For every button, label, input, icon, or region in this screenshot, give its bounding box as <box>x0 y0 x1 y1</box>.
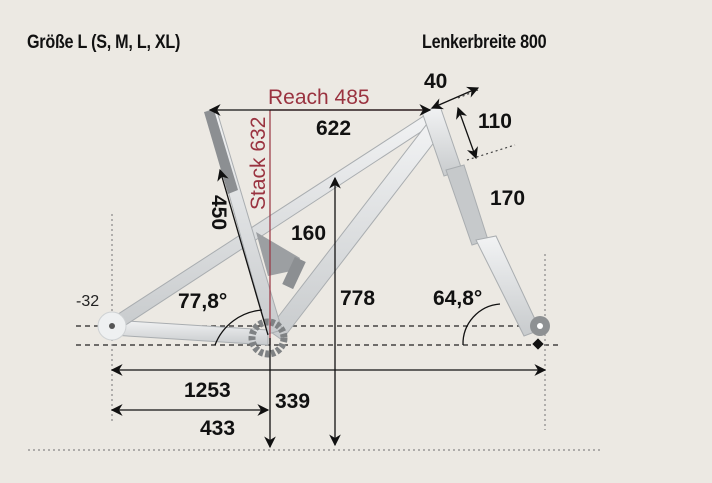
top-tube-label: 622 <box>316 117 351 140</box>
stem-length-label: 40 <box>424 70 447 93</box>
dimension-arrows <box>110 86 547 449</box>
rear-travel-label: 160 <box>291 222 326 245</box>
reach-label: Reach 485 <box>268 86 370 109</box>
chainring <box>248 318 288 358</box>
seat-tube-label: 450 <box>207 195 230 230</box>
handlebar-width-label: Lenkerbreite 800 <box>422 32 547 53</box>
standover-label: 778 <box>340 287 375 310</box>
frame-size-title: Größe L (S, M, L, XL) <box>27 32 181 53</box>
shock-mount <box>256 232 300 276</box>
wheelbase-label: 1253 <box>184 379 231 402</box>
fork-travel-label: 170 <box>490 187 525 210</box>
head-angle-label: 64,8° <box>433 287 482 310</box>
bb-drop-label: -32 <box>76 293 99 310</box>
bb-height-label: 339 <box>275 390 310 413</box>
seatpost <box>204 110 238 194</box>
head-tube-label: 110 <box>478 110 512 133</box>
rear-shock <box>282 256 306 290</box>
stack-label: Stack 632 <box>247 117 270 210</box>
seat-angle-label: 77,8° <box>178 290 227 313</box>
chainstay-label: 433 <box>200 417 235 440</box>
